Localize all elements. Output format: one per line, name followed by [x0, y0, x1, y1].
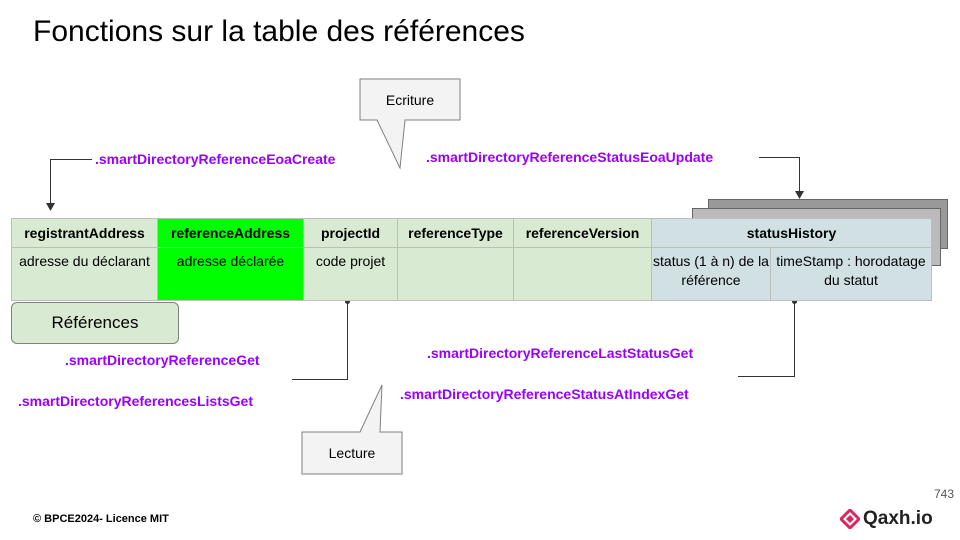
connector-status-get-vertical [794, 302, 795, 376]
write-callout-pointer [359, 78, 461, 170]
licence-text: © BPCE2024- Licence MIT [33, 513, 169, 525]
connector-dot [792, 299, 797, 304]
connector-eoa-create-vertical [50, 159, 51, 209]
fn-eoa-create: .smartDirectoryReferenceEoaCreate [95, 151, 336, 167]
qaxh-logo-text: Qaxh.io [863, 508, 933, 529]
cell-timestamp: timeStamp : horodatage du statut [770, 247, 932, 301]
cell-project-id: code projet [303, 247, 398, 301]
cell-reference-version [513, 247, 652, 301]
read-callout-label: Lecture [328, 445, 376, 461]
read-callout-pointer [301, 384, 403, 475]
cell-registrant-address: adresse du déclarant [11, 247, 158, 301]
references-table: registrantAddress referenceAddress proje… [11, 218, 932, 301]
arrow-down-icon [795, 191, 804, 199]
page-number: 743 [933, 487, 954, 501]
cell-reference-type [397, 247, 514, 301]
fn-status-eoa-update: .smartDirectoryReferenceStatusEoaUpdate [426, 149, 714, 165]
connector-dot [345, 299, 350, 304]
cell-status: status (1 à n) de la référence [651, 247, 771, 301]
cell-reference-address: adresse déclarée [157, 247, 304, 301]
qaxh-logo-icon [840, 509, 860, 529]
header-registrant-address: registrantAddress [11, 218, 158, 248]
header-status-history: statusHistory [651, 218, 932, 248]
write-callout-label: Ecriture [385, 91, 435, 108]
header-reference-address: referenceAddress [157, 218, 304, 248]
connector-eoa-create [50, 159, 92, 160]
fn-status-at-index-get: .smartDirectoryReferenceStatusAtIndexGet [400, 386, 689, 402]
fn-last-status-get: .smartDirectoryReferenceLastStatusGet [427, 345, 694, 361]
connector-get [292, 379, 348, 380]
connector-status-update [759, 157, 799, 158]
arrow-down-icon [46, 203, 55, 211]
fn-get: .smartDirectoryReferenceGet [65, 352, 260, 368]
header-reference-type: referenceType [397, 218, 514, 248]
header-project-id: projectId [303, 218, 398, 248]
fn-lists-get: .smartDirectoryReferencesListsGet [18, 393, 253, 409]
connector-status-update-vertical [799, 157, 800, 197]
qaxh-logo: Qaxh.io [840, 508, 933, 530]
connector-status-get [738, 376, 795, 377]
connector-get-vertical [347, 302, 348, 379]
page-title: Fonctions sur la table des références [33, 15, 525, 48]
header-reference-version: referenceVersion [513, 218, 652, 248]
references-label-box: Références [11, 302, 179, 344]
